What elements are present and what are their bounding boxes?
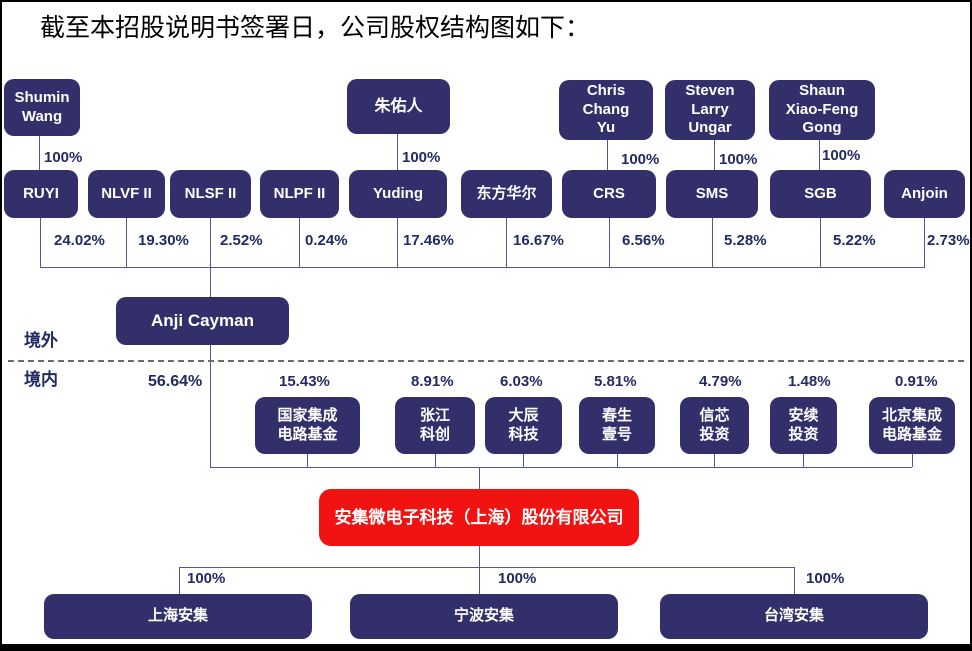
page-title: 截至本招股说明书签署日，公司股权结构图如下： — [40, 15, 591, 42]
node-sgb: SGB — [770, 170, 871, 218]
node-nlsf-ii: NLSF II — [170, 170, 251, 218]
edge-steven-sms — [714, 140, 715, 170]
stake-label-chunsheng: 5.81% — [594, 373, 637, 390]
node-anxu-touzi: 安续 投资 — [770, 397, 837, 454]
ownership-label-crs: 100% — [621, 151, 660, 168]
edge-nlpf-bus — [299, 218, 300, 267]
bus-shareholders — [210, 467, 912, 468]
node-dongfang-huaer: 东方华尔 — [461, 170, 552, 218]
edge-bus-taiwan — [794, 567, 795, 594]
bus-subsidiaries — [179, 567, 795, 568]
stake-label-anji-cayman: 56.64% — [148, 373, 203, 390]
ownership-label-ruyi: 100% — [44, 149, 83, 166]
ownership-label-sms: 100% — [719, 151, 758, 168]
stake-label-sgb: 5.22% — [833, 232, 876, 249]
edge-zhangjiang-bus — [435, 454, 436, 467]
ownership-label-ningbo-anji: 100% — [498, 570, 537, 587]
stake-label-zhangjiang: 8.91% — [411, 373, 454, 390]
stake-label-nlvf: 19.30% — [138, 232, 189, 249]
edge-bus-ningbo — [479, 567, 480, 594]
stake-label-guojia-fund: 15.43% — [279, 373, 330, 390]
stake-label-nlpf: 0.24% — [305, 232, 348, 249]
node-chris-chang-yu: Chris Chang Yu — [559, 80, 653, 140]
edge-bus-issuer — [479, 467, 480, 489]
node-xinxin-touzi: 信芯 投资 — [680, 397, 749, 454]
stake-label-ruyi: 24.02% — [54, 232, 105, 249]
stake-label-xinxin: 4.79% — [699, 373, 742, 390]
ownership-label-yuding: 100% — [402, 149, 441, 166]
edge-nlsf-bus — [210, 218, 211, 267]
edge-anjicayman-issuer — [210, 345, 211, 467]
node-guojia-jicheng-dianlu-fund: 国家集成 电路基金 — [255, 397, 360, 454]
stake-label-beijing-fund: 0.91% — [895, 373, 938, 390]
stake-label-sms: 5.28% — [724, 232, 767, 249]
edge-chunsheng-bus — [617, 454, 618, 467]
node-shaun-xiao-feng-gong: Shaun Xiao-Feng Gong — [769, 80, 875, 140]
node-crs: CRS — [562, 170, 656, 218]
edge-anjoin-bus — [924, 218, 925, 267]
edge-sgb-bus — [820, 218, 821, 267]
edge-sms-bus — [712, 218, 713, 267]
edge-guojia-bus — [307, 454, 308, 467]
node-nlpf-ii: NLPF II — [260, 170, 339, 218]
bus-offshore — [40, 267, 925, 268]
edge-ruyi-bus — [40, 218, 41, 267]
node-sms: SMS — [666, 170, 758, 218]
stake-label-dachen: 6.03% — [500, 373, 543, 390]
edge-zhuyouren-yuding — [397, 134, 398, 170]
node-issuer-anji-microelectronics: 安集微电子科技（上海）股份有限公司 — [319, 489, 639, 546]
stake-label-anxu: 1.48% — [788, 373, 831, 390]
node-ruyi: RUYI — [4, 170, 78, 218]
edge-dachen-bus — [523, 454, 524, 467]
edge-bus-shanghai — [179, 567, 180, 594]
edge-dongfang-bus — [506, 218, 507, 267]
edge-issuer-bus — [479, 546, 480, 567]
ownership-label-sgb: 100% — [822, 147, 861, 164]
stake-label-dongfang: 16.67% — [513, 232, 564, 249]
edge-shaun-sgb — [819, 140, 820, 170]
node-zhangjiang-kechuang: 张江 科创 — [395, 397, 475, 454]
stake-label-crs: 6.56% — [622, 232, 665, 249]
node-taiwan-anji: 台湾安集 — [660, 594, 928, 639]
edge-chris-crs — [607, 140, 608, 170]
offshore-onshore-divider — [8, 360, 964, 362]
node-shumin-wang: Shumin Wang — [4, 79, 80, 136]
edge-anxu-bus — [803, 454, 804, 467]
stake-label-anjoin: 2.73% — [927, 232, 970, 249]
edge-xinxin-bus — [714, 454, 715, 467]
ownership-label-taiwan-anji: 100% — [806, 570, 845, 587]
node-shanghai-anji: 上海安集 — [44, 594, 312, 639]
edge-nlvf-bus — [126, 218, 127, 267]
node-steven-larry-ungar: Steven Larry Ungar — [665, 80, 755, 140]
edge-shumin-ruyi — [39, 136, 40, 170]
onshore-region-label: 境内 — [24, 370, 58, 389]
stake-label-yuding: 17.46% — [403, 232, 454, 249]
edge-bus-anjicayman — [210, 267, 211, 297]
node-beijing-jicheng-dianlu-fund: 北京集成 电路基金 — [869, 397, 955, 454]
node-yuding: Yuding — [349, 170, 447, 218]
node-dachen-keji: 大辰 科技 — [485, 397, 562, 454]
stake-label-nlsf: 2.52% — [220, 232, 263, 249]
ownership-label-shanghai-anji: 100% — [187, 570, 226, 587]
node-ningbo-anji: 宁波安集 — [350, 594, 618, 639]
node-anji-cayman: Anji Cayman — [116, 297, 289, 345]
node-anjoin: Anjoin — [884, 170, 965, 218]
node-zhu-youren: 朱佑人 — [347, 79, 450, 134]
node-chunsheng-yihao: 春生 壹号 — [579, 397, 655, 454]
edge-yuding-bus — [397, 218, 398, 267]
edge-crs-bus — [609, 218, 610, 267]
offshore-region-label: 境外 — [24, 331, 58, 350]
edge-beijing-bus — [912, 454, 913, 467]
node-nlvf-ii: NLVF II — [88, 170, 165, 218]
